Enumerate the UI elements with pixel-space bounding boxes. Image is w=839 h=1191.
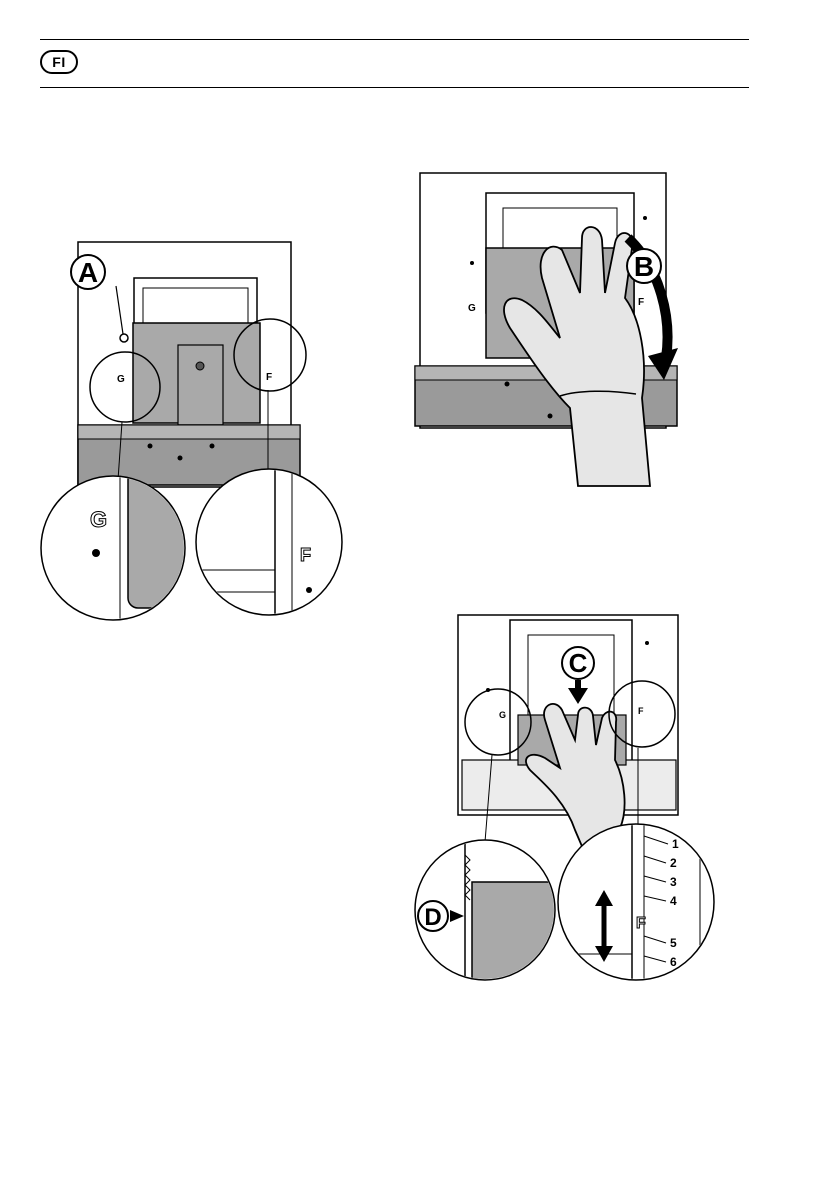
marker-g: G	[499, 710, 506, 720]
marker-f: F	[638, 706, 644, 716]
figure-step-b: G F B	[410, 168, 690, 488]
scale-label: 3	[670, 875, 677, 889]
scale-label: 1	[672, 837, 679, 851]
callout-c: C	[569, 648, 588, 678]
marker-f: F	[638, 297, 644, 308]
scale-label: 2	[670, 856, 677, 870]
marker-f: F	[266, 372, 272, 383]
callout-a: A	[78, 257, 98, 288]
zoom-marker-g: G	[90, 507, 107, 532]
zoom-marker-f: F	[300, 545, 311, 565]
marker-g: G	[468, 303, 476, 314]
scale-label: 5	[670, 936, 677, 950]
header-top-rule	[40, 39, 749, 40]
scale-label: 4	[670, 894, 677, 908]
figure-step-cd: C G F D F 1 2 3 4 5 6	[410, 610, 720, 990]
screw-a	[120, 334, 128, 342]
marker-g: G	[117, 374, 125, 385]
zoom-circle-scale	[558, 824, 714, 980]
figure-step-a: A G F G F	[30, 230, 360, 630]
header-bottom-rule	[40, 87, 749, 88]
scale-label: 6	[670, 955, 677, 969]
language-badge: FI	[40, 50, 78, 74]
zoom-marker-f: F	[636, 915, 646, 932]
zoom-circle-f	[196, 469, 342, 615]
callout-b: B	[634, 251, 654, 282]
callout-d: D	[424, 904, 441, 931]
